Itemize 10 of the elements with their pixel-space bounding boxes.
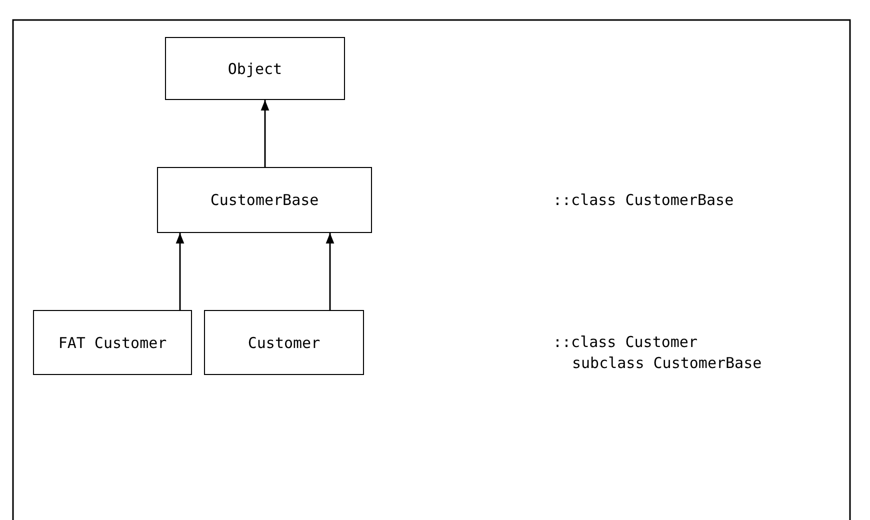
- class-box: Object: [165, 37, 345, 100]
- class-box: CustomerBase: [157, 167, 372, 233]
- inheritance-arrow: [176, 233, 184, 310]
- code-note: subclass CustomerBase: [572, 354, 762, 372]
- inheritance-arrow: [260, 100, 270, 167]
- class-box: Customer: [204, 310, 364, 375]
- code-note: ::class CustomerBase: [553, 191, 734, 209]
- code-note: ::class Customer: [553, 333, 698, 351]
- inheritance-arrow: [326, 233, 334, 310]
- class-box: FAT Customer: [33, 310, 192, 375]
